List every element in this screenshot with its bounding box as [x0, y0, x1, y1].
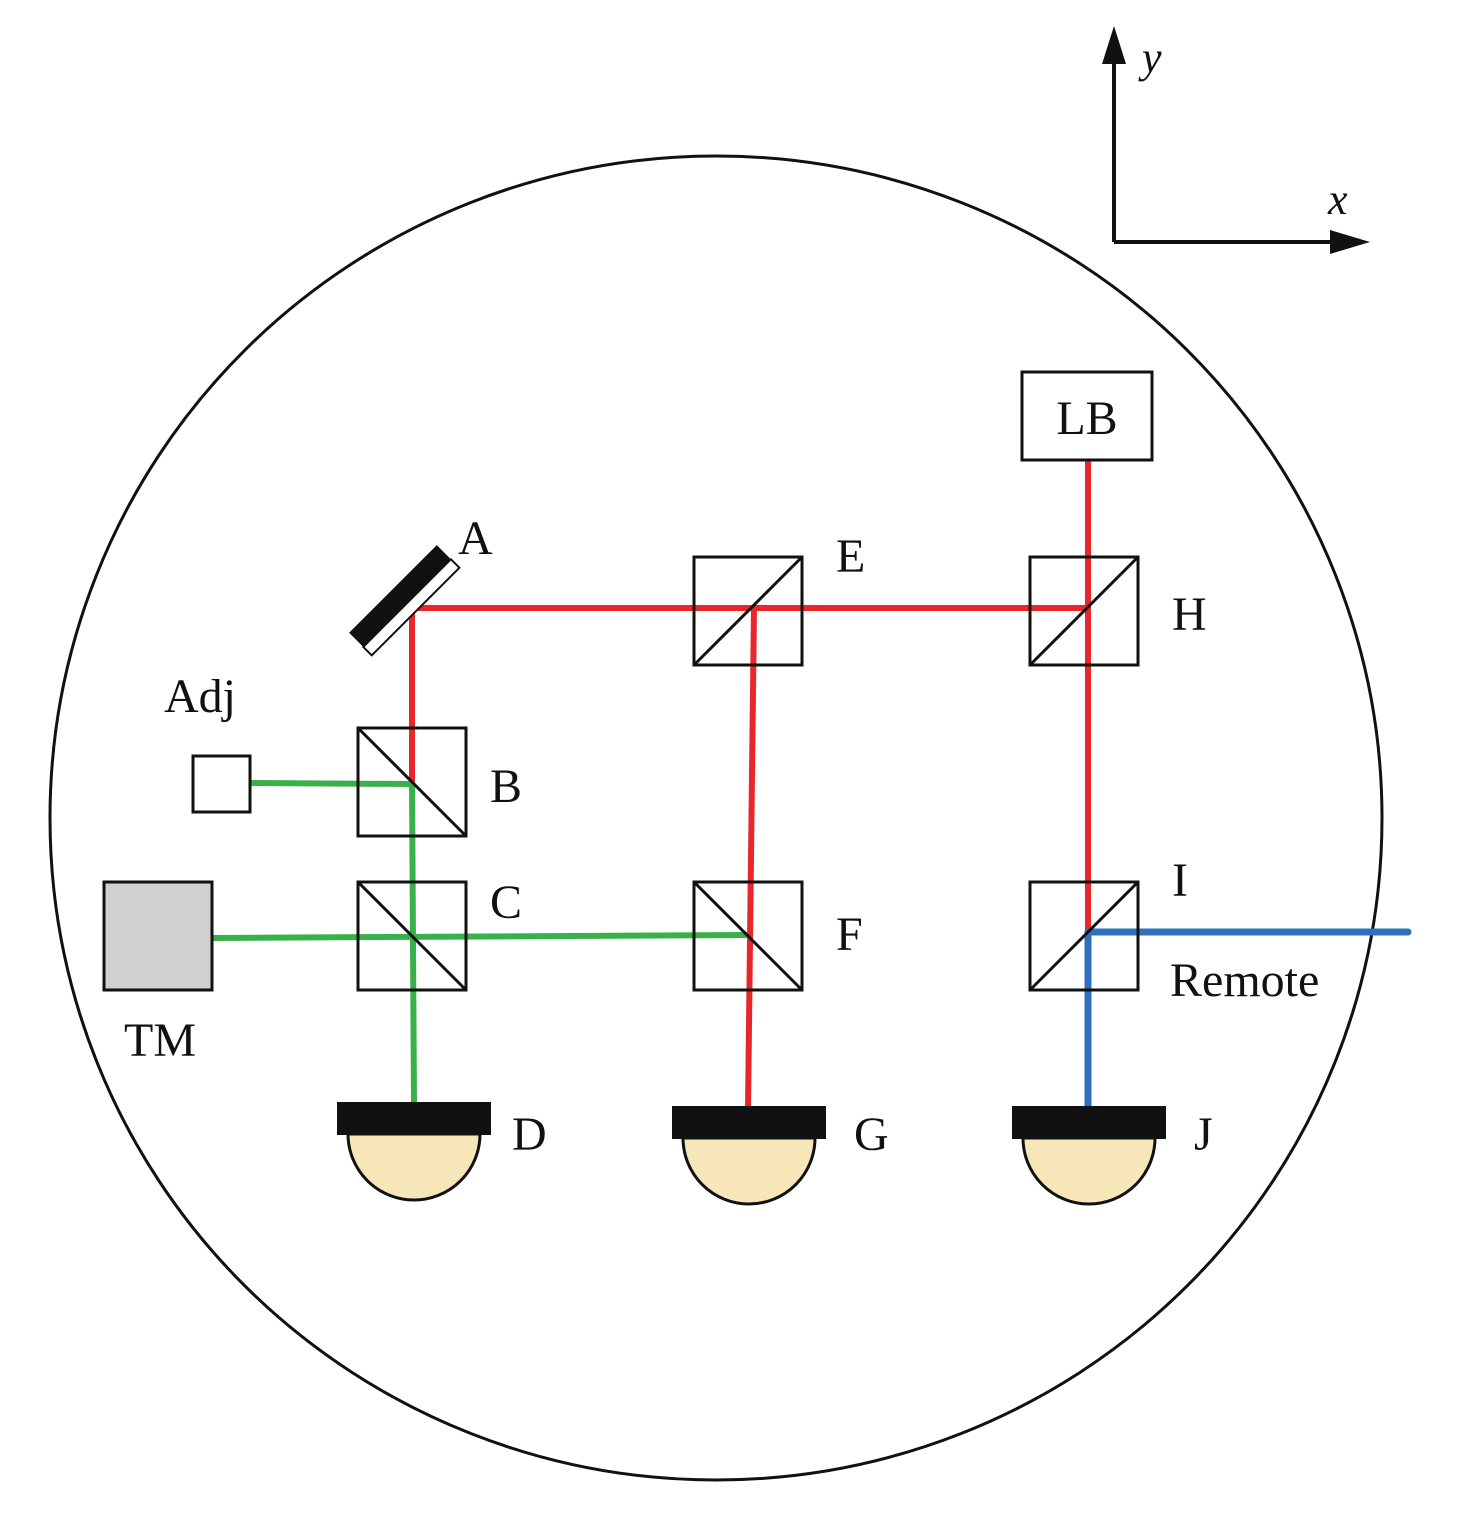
label-f: F: [836, 908, 863, 961]
detector-g-dome: [681, 1136, 817, 1206]
y-axis-arrow-icon: [1102, 26, 1126, 64]
label-a: A: [458, 512, 493, 565]
detector-j: [1012, 1106, 1166, 1206]
label-tm: TM: [124, 1014, 196, 1067]
laser-box-lb: [1020, 370, 1154, 462]
detector-d-base: [337, 1102, 491, 1135]
green-beam-adj-to-b: [249, 780, 413, 787]
coordinate-axes: y x: [1102, 26, 1370, 254]
x-axis-arrow-icon: [1330, 230, 1370, 254]
detector-j-dome: [1021, 1136, 1157, 1206]
label-d: D: [512, 1108, 547, 1161]
beam-splitter-f: [692, 880, 804, 992]
beam-splitter-e: [692, 555, 804, 667]
red-beam-e-to-g: [745, 607, 757, 1109]
mirror-a-body: [349, 545, 451, 647]
optical-bench-outline: [48, 154, 1384, 1482]
mirror-a: [349, 545, 461, 657]
beam-splitter-c: [356, 880, 468, 992]
beam-splitter-c-diagonal: [356, 880, 468, 992]
beam-splitter-i: [1028, 880, 1140, 992]
label-h: H: [1172, 588, 1207, 641]
beam-splitter-i-diagonal: [1028, 880, 1140, 992]
green-beam: [211, 780, 749, 1105]
detector-g: [672, 1106, 826, 1206]
adjustment-box-adj: [191, 754, 252, 814]
label-e: E: [836, 530, 865, 583]
beam-splitter-h-diagonal: [1028, 555, 1140, 667]
beam-splitter-e-diagonal: [692, 555, 804, 667]
detector-g-base: [672, 1106, 826, 1139]
blue-beam: [1084, 928, 1412, 1112]
detector-j-base: [1012, 1106, 1166, 1139]
label-adj: Adj: [164, 670, 236, 723]
beam-splitter-h: [1028, 555, 1140, 667]
beam-splitter-b-diagonal: [356, 726, 468, 838]
y-axis-label: y: [1138, 33, 1162, 82]
label-g: G: [854, 1108, 889, 1161]
label-j: J: [1194, 1108, 1213, 1161]
label-i: I: [1172, 854, 1188, 907]
x-axis-label: x: [1327, 175, 1348, 224]
detector-d: [337, 1102, 491, 1202]
label-lb: LB: [1056, 392, 1117, 445]
mirror-a-surface: [361, 557, 461, 657]
detector-d-dome: [346, 1132, 482, 1202]
label-c: C: [490, 876, 522, 929]
beam-splitter-f-diagonal: [692, 880, 804, 992]
test-mass-tm: [102, 880, 214, 992]
green-beam-tm-to-f: [211, 932, 749, 941]
beam-splitter-b: [356, 726, 468, 838]
label-b: B: [490, 760, 522, 813]
beam-splitters: [356, 555, 1140, 992]
label-remote: Remote: [1170, 954, 1319, 1007]
